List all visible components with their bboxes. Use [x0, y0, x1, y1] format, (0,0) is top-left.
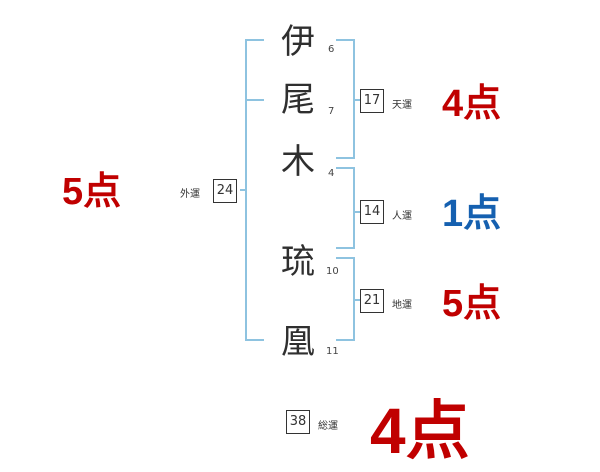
tenun-score: 4点	[442, 83, 502, 125]
stroke-count-1: 6	[328, 44, 335, 55]
tenun-bracket	[336, 39, 355, 159]
jinun-label: 人運	[392, 211, 412, 222]
chiun-label: 地運	[392, 300, 412, 311]
tenun-value-box: 17	[360, 89, 384, 113]
chiun-score: 5点	[442, 283, 502, 325]
name-char-1: 伊	[281, 22, 315, 62]
stroke-count-5: 11	[326, 346, 339, 357]
jinun-value-box: 14	[360, 200, 384, 224]
gaiun-label: 外運	[180, 189, 200, 200]
gaiun-value-box: 24	[213, 179, 237, 203]
name-char-5: 凰	[281, 322, 315, 362]
name-char-4: 琉	[281, 242, 315, 282]
name-char-2: 尾	[281, 80, 315, 120]
outer-bracket	[245, 39, 264, 341]
stroke-count-4: 10	[326, 266, 339, 277]
jinun-score: 1点	[442, 193, 502, 235]
jinun-bracket	[336, 167, 355, 249]
souun-label: 総運	[318, 421, 338, 432]
souun-score: 4点	[370, 395, 470, 467]
stroke-count-2: 7	[328, 106, 335, 117]
gaiun-score: 5点	[62, 171, 122, 213]
chiun-value-box: 21	[360, 289, 384, 313]
stroke-count-3: 4	[328, 168, 335, 179]
souun-value-box: 38	[286, 410, 310, 434]
name-char-3: 木	[281, 142, 315, 182]
tenun-label: 天運	[392, 100, 412, 111]
